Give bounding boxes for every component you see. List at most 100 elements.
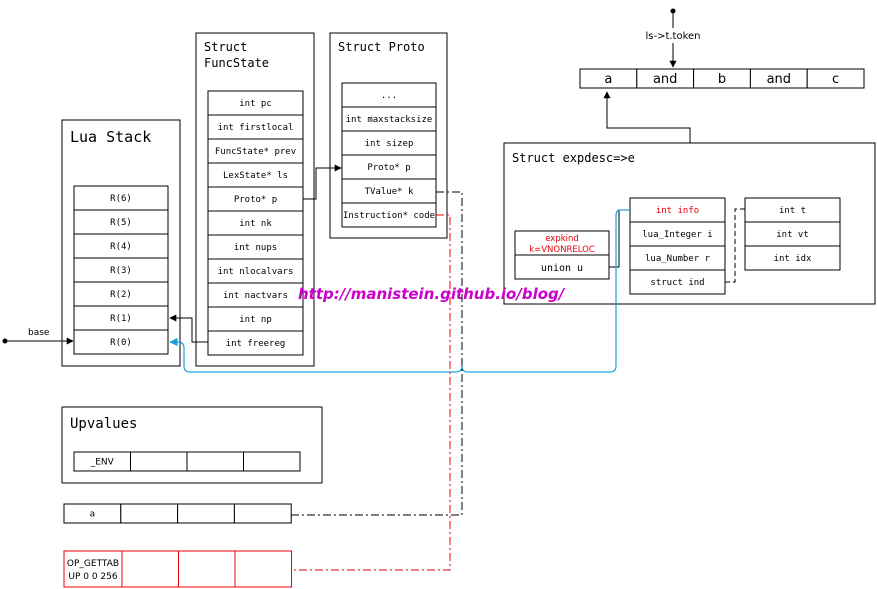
code-link <box>291 214 451 571</box>
proto-field-label: ... <box>381 91 397 101</box>
upvalues-title: Upvalues <box>70 416 137 432</box>
constant-cell <box>177 503 235 524</box>
stack-slot-cell <box>73 185 169 211</box>
stack-slot-label: R(0) <box>110 338 132 348</box>
expkind-line2: k=VNONRELOC <box>529 245 595 255</box>
token-label: a <box>604 72 612 87</box>
union-field-label: lua_Number r <box>645 254 711 264</box>
union-field-label: int info <box>656 206 699 216</box>
funcstate-field-cell <box>207 234 304 260</box>
code-instruction-line1: OP_GETTAB <box>67 559 119 569</box>
code-array: OP_GETTAB UP 0 0 256 <box>63 550 292 588</box>
proto-title: Struct Proto <box>338 40 425 54</box>
token-cell <box>806 68 865 89</box>
proto-field-cell <box>341 106 437 132</box>
stack-slot-label: R(6) <box>110 194 132 204</box>
expdesc-token-connector <box>603 91 691 143</box>
funcstate-panel: Struct FuncState int pc int firstlocalFun… <box>195 32 315 367</box>
funcstate-field-cell <box>207 330 304 356</box>
proto-field-label: Instruction* code <box>343 211 435 221</box>
code-cell <box>178 550 236 588</box>
expkind-box <box>514 230 610 256</box>
ind-field-label: int t <box>779 206 806 216</box>
funcstate-field-label: int nactvars <box>223 291 288 301</box>
upvalue-cell <box>130 451 188 472</box>
code-instruction-line2: UP 0 0 256 <box>68 572 118 582</box>
ind-field-list: int t int vt int idx <box>744 197 841 271</box>
funcstate-title-line2: FuncState <box>204 56 269 70</box>
funcstate-field-label: LexState* ls <box>223 171 288 181</box>
lua-stack-title: Lua Stack <box>70 128 151 146</box>
funcstate-field-cell <box>207 210 304 236</box>
stack-slot-list: R(6)R(5)R(4)R(3)R(2)R(1)R(0) <box>73 185 169 355</box>
union-box <box>514 254 610 280</box>
stack-slot-label: R(4) <box>110 242 132 252</box>
base-pointer: base <box>2 328 74 345</box>
upvalue-cell <box>243 451 301 472</box>
proto-field-cell <box>341 178 437 204</box>
upvalue-cell-list: _ENV <box>73 451 301 472</box>
union-field-cell <box>629 197 726 223</box>
funcstate-field-label: int nups <box>234 243 277 253</box>
ind-field-cell <box>744 245 841 271</box>
constant-array: a <box>63 503 292 524</box>
ind-field-label: int idx <box>774 254 813 264</box>
union-label: union u <box>541 263 583 274</box>
ind-field-label: int vt <box>776 230 809 240</box>
funcstate-title-line1: Struct <box>204 40 247 54</box>
code-cell <box>121 550 179 588</box>
union-field-cell <box>629 245 726 271</box>
stack-slot-label: R(3) <box>110 266 132 276</box>
funcstate-field-label: int nlocalvars <box>218 267 294 277</box>
proto-field-label: int maxstacksize <box>346 115 433 125</box>
constants-link <box>291 191 463 516</box>
proto-field-cell <box>341 154 437 180</box>
expdesc-title: Struct expdesc=>e <box>512 151 635 165</box>
token-label: c <box>832 72 839 87</box>
expdesc-panel: Struct expdesc=>e expkind k=VNONRELOC un… <box>503 142 876 305</box>
token-panel: ls->t.token a and b and c <box>579 8 865 89</box>
token-label: b <box>718 72 726 87</box>
stack-slot-label: R(1) <box>110 314 132 324</box>
funcstate-field-label: int nk <box>239 219 272 229</box>
upvalue-cell <box>186 451 244 472</box>
token-label: and <box>653 72 677 87</box>
token-label: ls->t.token <box>645 31 700 42</box>
funcstate-field-label: int freereg <box>226 339 286 349</box>
funcstate-field-cell <box>207 162 304 188</box>
proto-pointer-connector <box>303 164 342 200</box>
expkind-line1: expkind <box>545 234 579 244</box>
funcstate-field-label: int pc <box>239 99 272 109</box>
stack-slot-cell <box>73 329 169 355</box>
ind-connector <box>725 208 745 283</box>
funcstate-field-label: FuncState* prev <box>215 147 296 157</box>
base-label: base <box>28 328 50 338</box>
proto-field-cell <box>341 82 437 108</box>
code-cell-list <box>121 550 292 588</box>
lua-stack-panel: Lua Stack R(6)R(5)R(4)R(3)R(2)R(1)R(0) <box>61 119 181 367</box>
token-label: and <box>767 72 791 87</box>
funcstate-field-cell <box>207 258 304 284</box>
freereg-connector <box>169 314 208 343</box>
funcstate-field-cell <box>207 282 304 308</box>
stack-slot-cell <box>73 281 169 307</box>
constant-cell <box>233 503 292 524</box>
token-cell-list: a and b and c <box>579 68 865 89</box>
upvalue-label: _ENV <box>90 458 115 468</box>
constant-cell <box>120 503 179 524</box>
ind-field-cell <box>744 221 841 247</box>
watermark-text: http://manistein.github.io/blog/ <box>298 285 566 303</box>
code-cell-first <box>63 550 123 588</box>
proto-field-label: Proto* p <box>367 163 410 173</box>
constant-label: a <box>90 510 96 520</box>
funcstate-field-label: int firstlocal <box>218 123 294 133</box>
proto-field-label: TValue* k <box>365 187 414 197</box>
upvalues-panel: Upvalues _ENV <box>61 406 323 484</box>
stack-slot-cell <box>73 233 169 259</box>
funcstate-field-cell <box>207 306 304 332</box>
